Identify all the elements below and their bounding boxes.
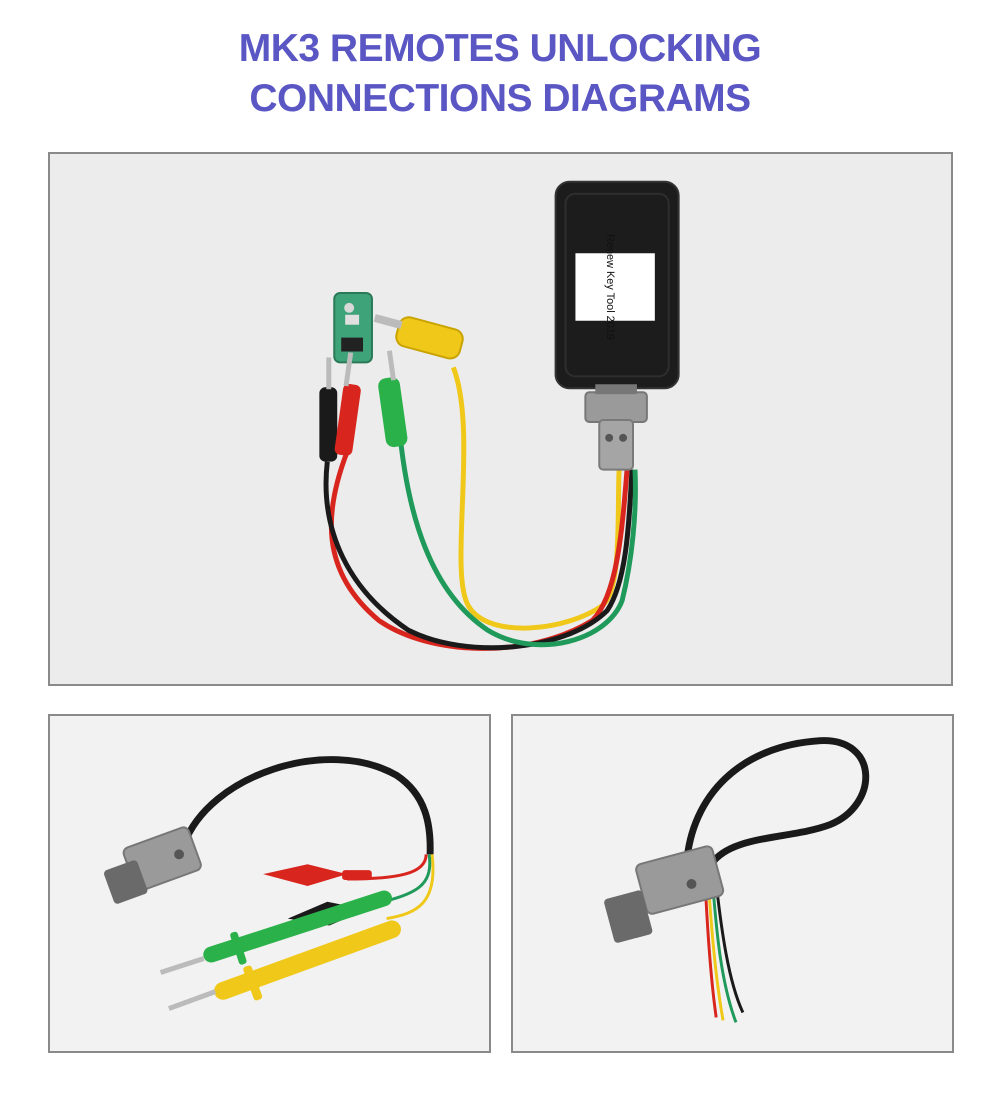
- connector-wires-photo: [511, 714, 954, 1053]
- db9-plug: [104, 826, 202, 904]
- red-alligator-clip: [263, 864, 372, 886]
- title-line-1: MK3 REMOTES UNLOCKING: [238, 27, 762, 70]
- black-banana-plug: [319, 357, 338, 462]
- db9-connector: [584, 384, 648, 471]
- green-banana-plug: [378, 350, 408, 448]
- main-connection-illustration: Renew Key Tool 2019: [319, 180, 680, 651]
- title-line-2: CONNECTIONS DIAGRAMS: [249, 77, 751, 120]
- device-label: Renew Key Tool 2019: [604, 234, 616, 340]
- renew-key-tool-device: Renew Key Tool 2019: [554, 180, 680, 390]
- yellow-banana-plug: [373, 314, 464, 360]
- db9-plug: [604, 845, 725, 943]
- green-probe: [159, 890, 393, 975]
- black-wire: [323, 461, 635, 651]
- black-cable: [683, 737, 870, 867]
- main-connection-photo: Renew Key Tool 2019: [48, 152, 953, 686]
- green-wire: [398, 441, 638, 648]
- probe-cable-illustration: [104, 756, 435, 1011]
- remote-pcb: [333, 291, 373, 364]
- red-banana-plug: [334, 352, 361, 456]
- connector-wires-illustration: [604, 737, 870, 1023]
- yellow-lead: [386, 854, 435, 921]
- black-cable: [180, 756, 434, 855]
- page-title: MK3 REMOTES UNLOCKING CONNECTIONS DIAGRA…: [0, 24, 1000, 124]
- probe-cable-photo: [48, 714, 491, 1053]
- yellow-probe: [168, 920, 401, 1011]
